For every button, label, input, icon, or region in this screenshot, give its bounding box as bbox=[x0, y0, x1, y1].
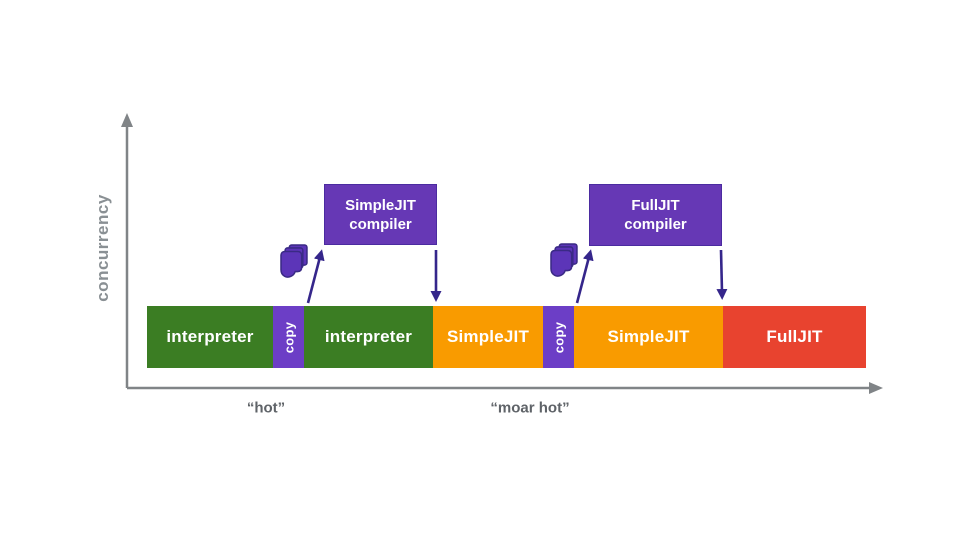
x-axis-label-moar-hot: “moar hot” bbox=[490, 399, 570, 417]
arrow-up-to-simplejit-compiler bbox=[306, 249, 325, 304]
x-axis-label-hot: “hot” bbox=[246, 399, 286, 417]
segment-copy-2: copy bbox=[543, 306, 574, 368]
compiler-box-line2: compiler bbox=[349, 215, 412, 233]
simplejit-compiler-box: SimpleJIT compiler bbox=[324, 184, 437, 245]
segment-label: FullJIT bbox=[766, 327, 823, 346]
segment-simplejit-2: SimpleJIT bbox=[574, 306, 723, 368]
arrow-up-to-fulljit-compiler bbox=[575, 249, 594, 304]
segment-label: copy bbox=[281, 321, 297, 353]
y-axis-label: concurrency bbox=[93, 194, 112, 302]
compiler-box-line2: compiler bbox=[624, 216, 687, 233]
fulljit-compiler-box: FullJIT compiler bbox=[589, 184, 722, 246]
segment-label: SimpleJIT bbox=[446, 327, 530, 346]
compiler-box-line1: FullJIT bbox=[631, 197, 680, 214]
segment-label: interpreter bbox=[324, 327, 413, 346]
segment-label: copy bbox=[551, 321, 567, 353]
segment-label: SimpleJIT bbox=[607, 327, 690, 346]
segment-label: interpreter bbox=[166, 327, 254, 346]
segment-fulljit: FullJIT bbox=[723, 306, 866, 368]
segment-copy-1: copy bbox=[273, 306, 304, 368]
arrow-down-from-fulljit-compiler bbox=[716, 249, 728, 300]
segment-simplejit-1: SimpleJIT bbox=[433, 306, 543, 368]
segment-interpreter-1: interpreter bbox=[147, 306, 273, 368]
copy-pages-icon bbox=[280, 244, 308, 278]
compiler-box-line1: SimpleJIT bbox=[345, 196, 416, 214]
copy-pages-icon bbox=[550, 243, 578, 277]
segment-interpreter-2: interpreter bbox=[304, 306, 433, 368]
